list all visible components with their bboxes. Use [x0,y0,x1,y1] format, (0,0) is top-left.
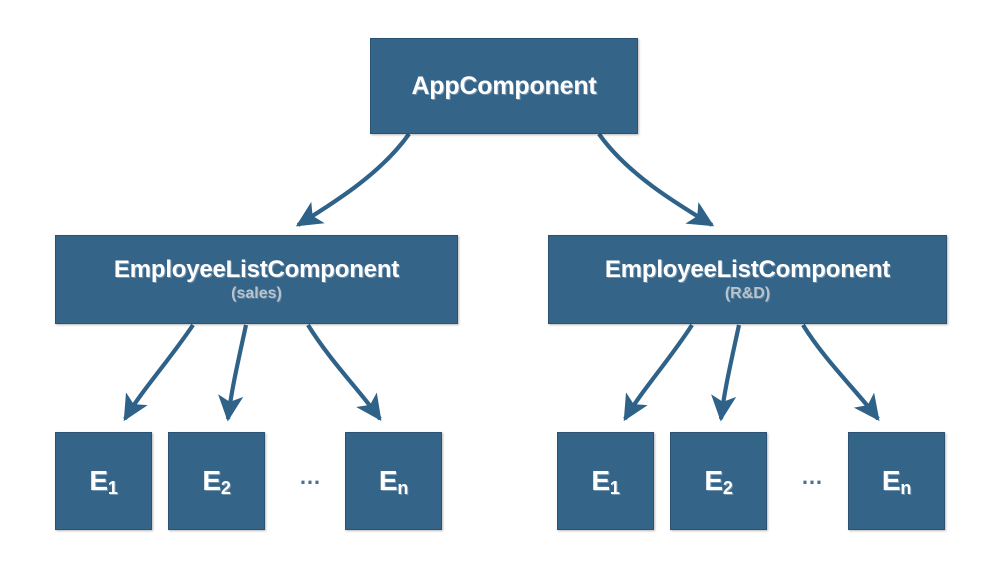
node-employee-sales-1-label: E1 [89,464,118,498]
node-employee-list-rd-label: EmployeeListComponent [604,255,891,283]
node-employee-sales-2-label: E2 [202,464,231,498]
node-employee-list-sales-subtitle: (sales) [231,284,282,302]
ellipsis-rd: … [801,464,825,489]
ellipsis-sales: … [299,464,323,489]
edge-rd-to-e1 [623,323,694,422]
node-employee-rd-2-label: E2 [704,464,733,498]
node-employee-list-rd-subtitle: (R&D) [724,284,771,302]
node-app-component[interactable]: AppComponent [370,38,638,134]
employee-letter: E [378,464,398,496]
employee-index: 2 [220,477,231,498]
edge-sales-to-e1 [123,323,195,422]
edge-app-to-sales [295,132,411,227]
edge-app-to-rd [597,132,715,227]
edge-rd-to-e2 [711,324,742,422]
node-employee-rd-n[interactable]: En [848,432,945,530]
node-employee-sales-1[interactable]: E1 [55,432,152,530]
edge-sales-to-en [306,323,382,422]
node-employee-rd-n-label: En [881,464,912,498]
node-employee-sales-2[interactable]: E2 [168,432,265,530]
employee-letter: E [89,464,108,496]
node-employee-rd-1-label: E1 [591,464,620,498]
node-employee-rd-1[interactable]: E1 [557,432,654,530]
node-employee-rd-2[interactable]: E2 [670,432,767,530]
employee-index: 1 [107,477,118,498]
node-employee-list-component-rd[interactable]: EmployeeListComponent (R&D) [548,235,947,324]
node-employee-sales-n[interactable]: En [345,432,442,530]
employee-index: n [900,477,912,498]
employee-letter: E [202,464,221,496]
node-employee-list-component-sales[interactable]: EmployeeListComponent (sales) [55,235,458,324]
employee-index: 2 [722,477,733,498]
edge-rd-to-en [801,323,880,422]
node-app-component-label: AppComponent [411,71,597,100]
employee-letter: E [704,464,723,496]
node-employee-list-sales-label: EmployeeListComponent [113,255,400,283]
employee-letter: E [881,464,901,496]
employee-index: 1 [609,477,620,498]
employee-index: n [397,477,409,498]
employee-letter: E [591,464,610,496]
edge-sales-to-e2 [218,324,249,422]
node-employee-sales-n-label: En [378,464,409,498]
